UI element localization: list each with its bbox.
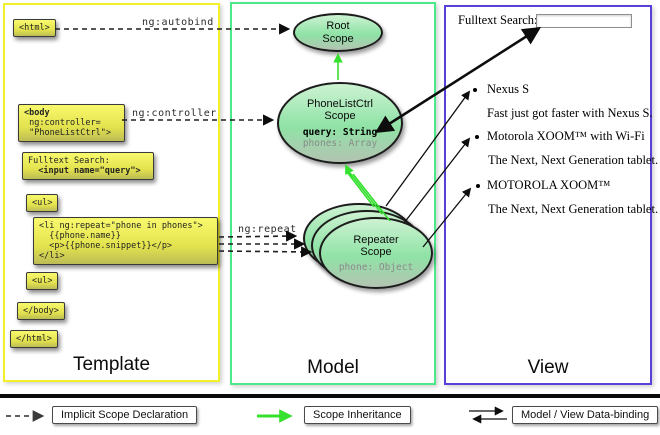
bullet-icon (476, 184, 480, 188)
bullet-icon (473, 88, 477, 92)
root-scope-ellipse: Root Scope (293, 13, 383, 52)
repeat-arrow-label: ng:repeat (238, 224, 297, 235)
code-ul-close: <ul> (26, 272, 59, 290)
fulltext-search-input[interactable] (536, 14, 632, 28)
template-panel: Template (3, 3, 220, 382)
repeater-scope-title: Repeater (353, 233, 399, 246)
code-line: Fulltext Search: (28, 156, 110, 166)
root-scope-title: Scope (322, 32, 354, 45)
repeater-scope-ellipse: Repeater Scope phone: Object (319, 217, 433, 289)
query-property: query: String (302, 126, 378, 138)
model-panel-label: Model (307, 357, 359, 378)
bullet-icon (475, 135, 479, 139)
code-body-open: <body ng:controller= "PhoneListCtrl"> (18, 104, 125, 142)
code-line: ng:controller= (24, 118, 101, 128)
phone-title: Nexus S (487, 82, 530, 96)
legend-implicit-scope: Implicit Scope Declaration (52, 406, 198, 424)
code-html-open: <html> (13, 19, 56, 37)
code-line: </body> (23, 306, 59, 316)
phone-title: Motorola XOOM™ with Wi-Fi (487, 129, 645, 143)
code-line: </li> (39, 251, 65, 261)
view-panel: View (444, 5, 652, 385)
legend-scope-inheritance: Scope Inheritance (304, 406, 411, 424)
controller-arrow-label: ng:controller (132, 108, 217, 119)
phone-title: MOTOROLA XOOM™ (487, 178, 611, 192)
template-panel-label: Template (72, 354, 151, 375)
view-panel-label: View (527, 357, 569, 378)
code-body-close: </body> (17, 302, 65, 320)
root-scope-title: Root (326, 20, 350, 32)
autobind-arrow-label: ng:autobind (142, 17, 214, 28)
code-line: <input name="query"> (28, 166, 141, 176)
code-li-repeat: <li ng:repeat="phone in phones"> {{phone… (33, 217, 218, 265)
code-line: <body (24, 108, 50, 118)
phones-property: phones: Array (302, 137, 378, 149)
code-line: <li ng:repeat="phone in phones"> (39, 221, 203, 231)
phone-snippet: The Next, Next Generation tablet. (488, 202, 659, 216)
phone-snippet: The Next, Next Generation tablet. (488, 153, 659, 167)
phonelistctrl-scope-title: Scope (324, 110, 356, 122)
code-line: <ul> (32, 276, 53, 286)
code-line: <p>{{phone.snippet}}</p> (39, 241, 173, 251)
model-panel: Model (230, 2, 436, 385)
code-html-close: </html> (10, 330, 58, 348)
view-search-label: Fulltext Search: (458, 13, 538, 27)
phonelistctrl-scope-ellipse: PhoneListCtrl Scope query: String phones… (277, 82, 403, 164)
code-line: <html> (19, 23, 50, 33)
legend-separator (0, 394, 660, 398)
phonelistctrl-scope-title: PhoneListCtrl (306, 97, 374, 110)
code-ul-open: <ul> (26, 194, 59, 212)
code-line: {{phone.name}} (39, 231, 121, 241)
code-line: "PhoneListCtrl"> (24, 128, 111, 138)
phone-property: phone: Object (338, 261, 414, 273)
code-line: </html> (16, 334, 52, 344)
repeater-scope-title: Scope (360, 246, 392, 258)
legend-databinding: Model / View Data-binding (512, 406, 659, 424)
code-line: <ul> (32, 198, 53, 208)
phone-snippet: Fast just got faster with Nexus S. (487, 106, 653, 120)
code-fulltext-search: Fulltext Search: <input name="query"> (22, 152, 154, 180)
